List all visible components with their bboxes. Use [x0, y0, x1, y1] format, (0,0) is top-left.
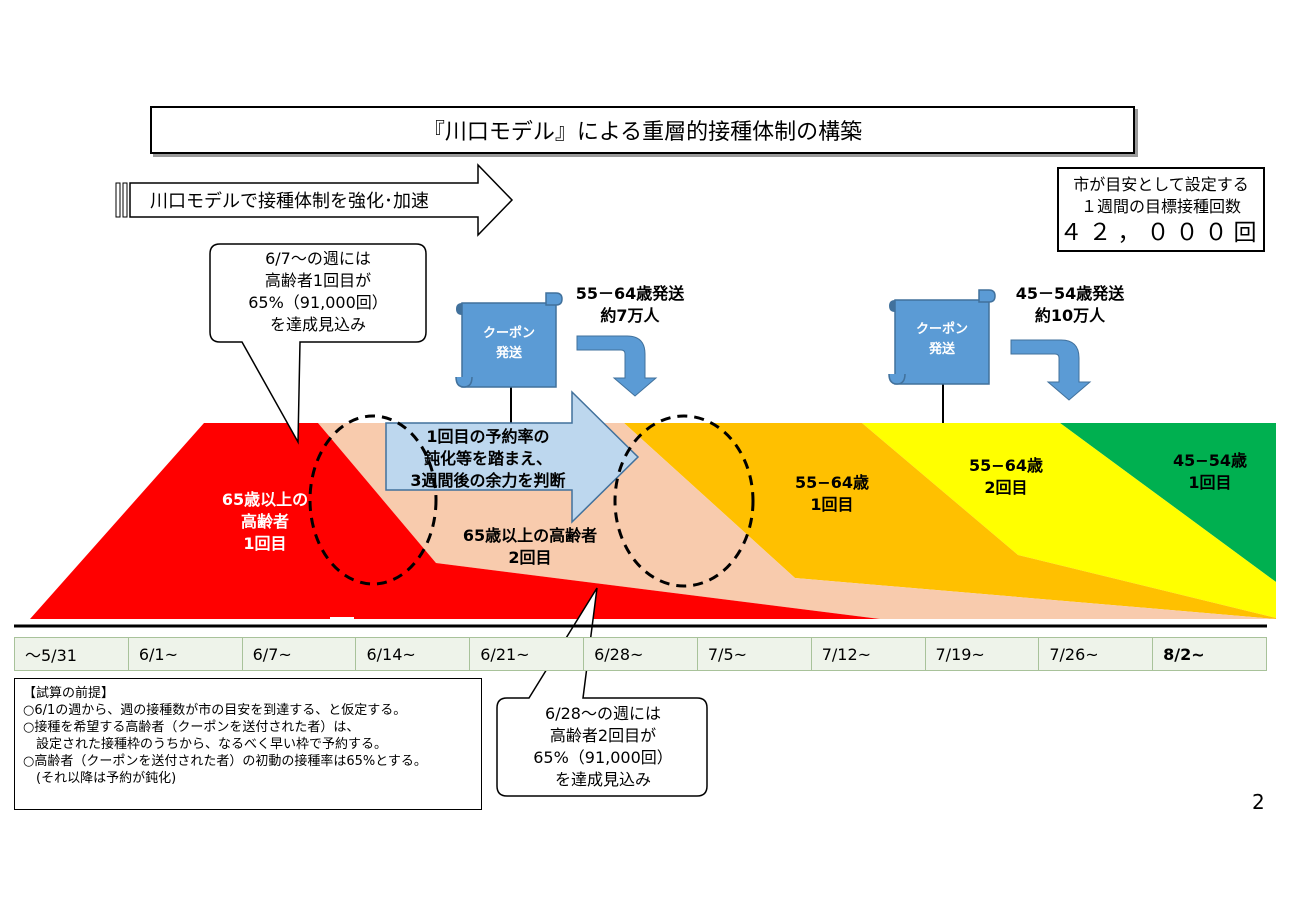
callout-top-line: 高齢者1回目が: [264, 271, 372, 290]
center-arrow-line: 3週間後の余力を判断: [410, 471, 566, 490]
band-label-line: 2回目: [508, 548, 552, 567]
premise-line: ○接種を希望する高齢者（クーポンを送付された者）は、: [23, 720, 360, 735]
timeline-cell: 6/21~: [470, 638, 585, 670]
timeline-cell: 7/19~: [926, 638, 1040, 670]
premise-heading: 【試算の前提】: [23, 686, 115, 701]
timeline-cell: 6/7~: [243, 638, 357, 670]
send-label-line: 約10万人: [1034, 306, 1106, 325]
target-line2: １週間の目標接種回数: [1080, 197, 1241, 216]
callout-bottom-line: 65%（91,000回）: [533, 748, 673, 767]
send-label-line: 55－64歳発送: [575, 284, 685, 303]
band-55-64-first: [624, 423, 1276, 619]
coupon-label-line: 発送: [928, 342, 955, 357]
callout-top-line: を達成見込み: [269, 315, 366, 334]
callout-top-bubble: [209, 243, 427, 445]
target-box: 市が目安として設定する １週間の目標接種回数 ４２，０００回: [1057, 167, 1265, 252]
callout-top-line: 6/7～の週には: [265, 249, 371, 268]
band-label-line: 1回目: [243, 534, 287, 553]
center-arrow: [385, 390, 640, 524]
band-label-55-64-first: 55−64歳 1回目: [772, 472, 892, 516]
timeline-cell: 6/1~: [129, 638, 243, 670]
band-label-line: 高齢者: [240, 512, 289, 531]
coupon-label-1: クーポン 発送: [462, 324, 556, 364]
timeline-cell: 8/2~: [1163, 644, 1205, 664]
send-label-line: 約7万人: [600, 306, 660, 325]
callout-top-text: 6/7～の週には 高齢者1回目が 65%（91,000回） を達成見込み: [212, 248, 424, 336]
band-label-65plus-second: 65歳以上の高齢者 2回目: [440, 525, 620, 569]
band-label-65plus-first: 65歳以上の 高齢者 1回目: [190, 489, 340, 555]
timeline-cell: 6/28~: [584, 638, 698, 670]
premise-line: ○高齢者（クーポンを送付された者）の初動の接種率は65%とする。: [23, 754, 427, 769]
coupon-label-2: クーポン 発送: [895, 320, 989, 360]
band-label-45-54-first: 45−54歳 1回目: [1150, 450, 1270, 494]
premise-box: 【試算の前提】 ○6/1の週から、週の接種数が市の目安を到達する、と仮定する。 …: [14, 678, 482, 810]
page-number: 2: [1252, 790, 1265, 814]
band-label-55-64-second: 55−64歳 2回目: [946, 455, 1066, 499]
center-arrow-line: 鈍化等を踏まえ、: [423, 449, 552, 468]
band-55-64-second: [862, 423, 1276, 618]
band-label-line: 45−54歳: [1173, 451, 1247, 470]
band-label-line: 2回目: [984, 478, 1028, 497]
band-label-line: 55−64歳: [795, 473, 869, 492]
callout-bottom-line: 6/28～の週には: [545, 704, 661, 723]
page-title: 『川口モデル』による重層的接種体制の構築: [150, 106, 1135, 154]
timeline-cell: 7/26~: [1039, 638, 1154, 670]
coupon-label-line: クーポン: [482, 326, 535, 341]
center-arrow-line: 1回目の予約率の: [426, 427, 550, 446]
dashed-circle-2: [613, 414, 755, 588]
band-65plus-first: [30, 423, 880, 619]
timeline-cell: 7/5~: [698, 638, 812, 670]
strengthen-arrow: [115, 163, 514, 237]
band-label-line: 65歳以上の高齢者: [462, 526, 598, 545]
coupon-scroll-1: [455, 292, 563, 388]
curved-arrow-down-icon-2: [1010, 339, 1092, 401]
premise-line: (それ以降は予約が鈍化): [23, 771, 177, 786]
coupon-label-line: 発送: [495, 346, 522, 361]
band-label-line: 1回目: [1188, 473, 1232, 492]
band-label-line: 1回目: [810, 495, 854, 514]
timeline-row: ～5/31 6/1~ 6/7~ 6/14~ 6/21~ 6/28~ 7/5~ 7…: [14, 637, 1267, 671]
band-label-line: 65歳以上の: [221, 490, 309, 509]
dashed-circle-1: [308, 414, 438, 586]
strengthen-arrow-label: 川口モデルで接種体制を強化･加速: [150, 191, 429, 212]
callout-bottom-line: を達成見込み: [554, 770, 651, 789]
callout-bottom-line: 高齢者2回目が: [549, 726, 657, 745]
target-value: ４２，０００回: [1059, 220, 1263, 246]
callout-bottom-bubble: [496, 587, 708, 797]
send-label-1: 55－64歳発送 約7万人: [560, 283, 700, 327]
timeline-cell: 6/14~: [356, 638, 471, 670]
send-label-2: 45－54歳発送 約10万人: [1000, 283, 1140, 327]
callout-bottom-text: 6/28～の週には 高齢者2回目が 65%（91,000回） を達成見込み: [497, 703, 709, 791]
center-arrow-text: 1回目の予約率の 鈍化等を踏まえ、 3週間後の余力を判断: [388, 426, 588, 492]
premise-line: 設定された接種枠のうちから、なるべく早い枠で予約する。: [23, 737, 388, 752]
coupon-label-line: クーポン: [915, 322, 968, 337]
callout-top-line: 65%（91,000回）: [248, 293, 388, 312]
curved-arrow-down-icon-1: [576, 335, 658, 397]
band-label-line: 55−64歳: [969, 456, 1043, 475]
premise-line: ○6/1の週から、週の接種数が市の目安を到達する、と仮定する。: [23, 703, 407, 718]
timeline-cell: ～5/31: [15, 638, 129, 670]
send-label-line: 45－54歳発送: [1015, 284, 1125, 303]
coupon-scroll-2: [888, 289, 996, 385]
timeline-cell: 7/12~: [812, 638, 926, 670]
target-line1: 市が目安として設定する: [1073, 175, 1249, 194]
